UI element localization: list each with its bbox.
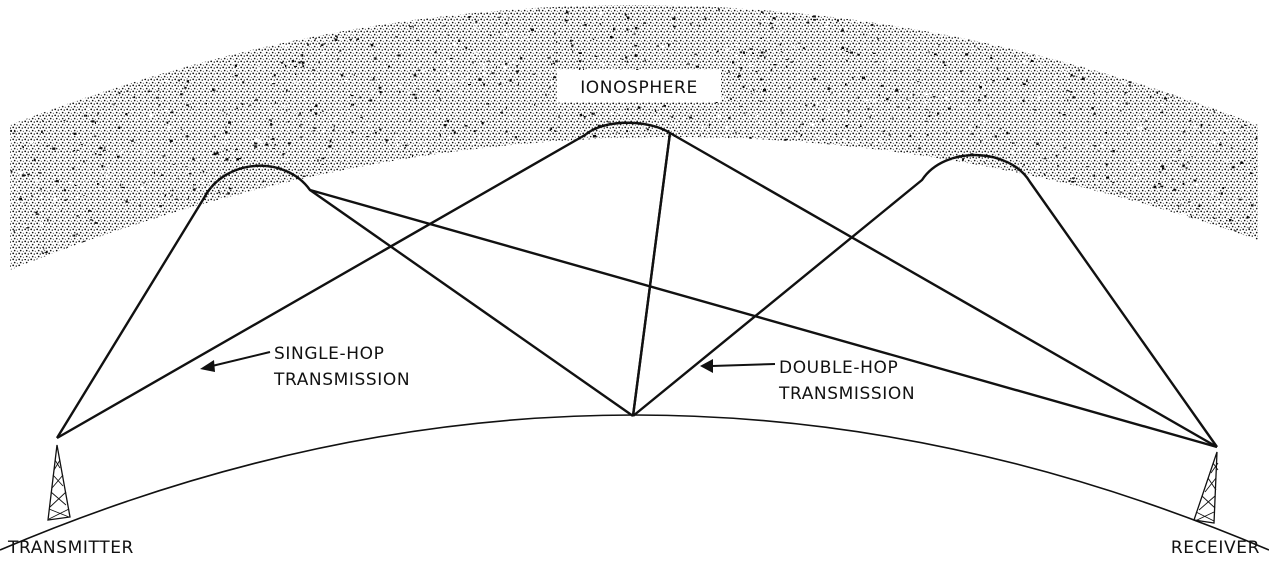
ionosphere-label: IONOSPHERE (580, 78, 698, 98)
single-hop-arrow-line (211, 351, 271, 367)
single-hop-descent-to-ground (309, 189, 634, 417)
receiver-tower-icon (1193, 451, 1219, 524)
double-hop-arrow (700, 359, 776, 373)
earth-surface (0, 414, 1269, 551)
single-hop-label-line1: SINGLE-HOP (274, 344, 384, 364)
double-hop-label-line2: TRANSMISSION (778, 384, 915, 404)
double-hop-arrowhead (700, 359, 713, 373)
double-hop-upper-descent (669, 131, 1218, 449)
ray-mask (631, 132, 672, 417)
double-hop-label-line1: DOUBLE-HOP (779, 358, 898, 378)
single-hop-label-line2: TRANSMISSION (273, 370, 410, 390)
ionosphere-layer: IONOSPHERE (10, 5, 1258, 270)
single-hop-ray-path (55, 164, 1218, 449)
double-hop-arrow-line (711, 363, 776, 367)
transmitter-label: TRANSMITTER (7, 538, 134, 558)
transmitter-tower-icon (47, 444, 71, 521)
ionosphere-band (10, 5, 1258, 270)
ionosphere-label-background (557, 70, 721, 102)
single-hop-arrow (200, 351, 271, 372)
receiver-label: RECEIVER (1171, 538, 1260, 558)
single-hop-arrowhead (200, 360, 215, 372)
double-hop-ray-path (56, 121, 1218, 448)
